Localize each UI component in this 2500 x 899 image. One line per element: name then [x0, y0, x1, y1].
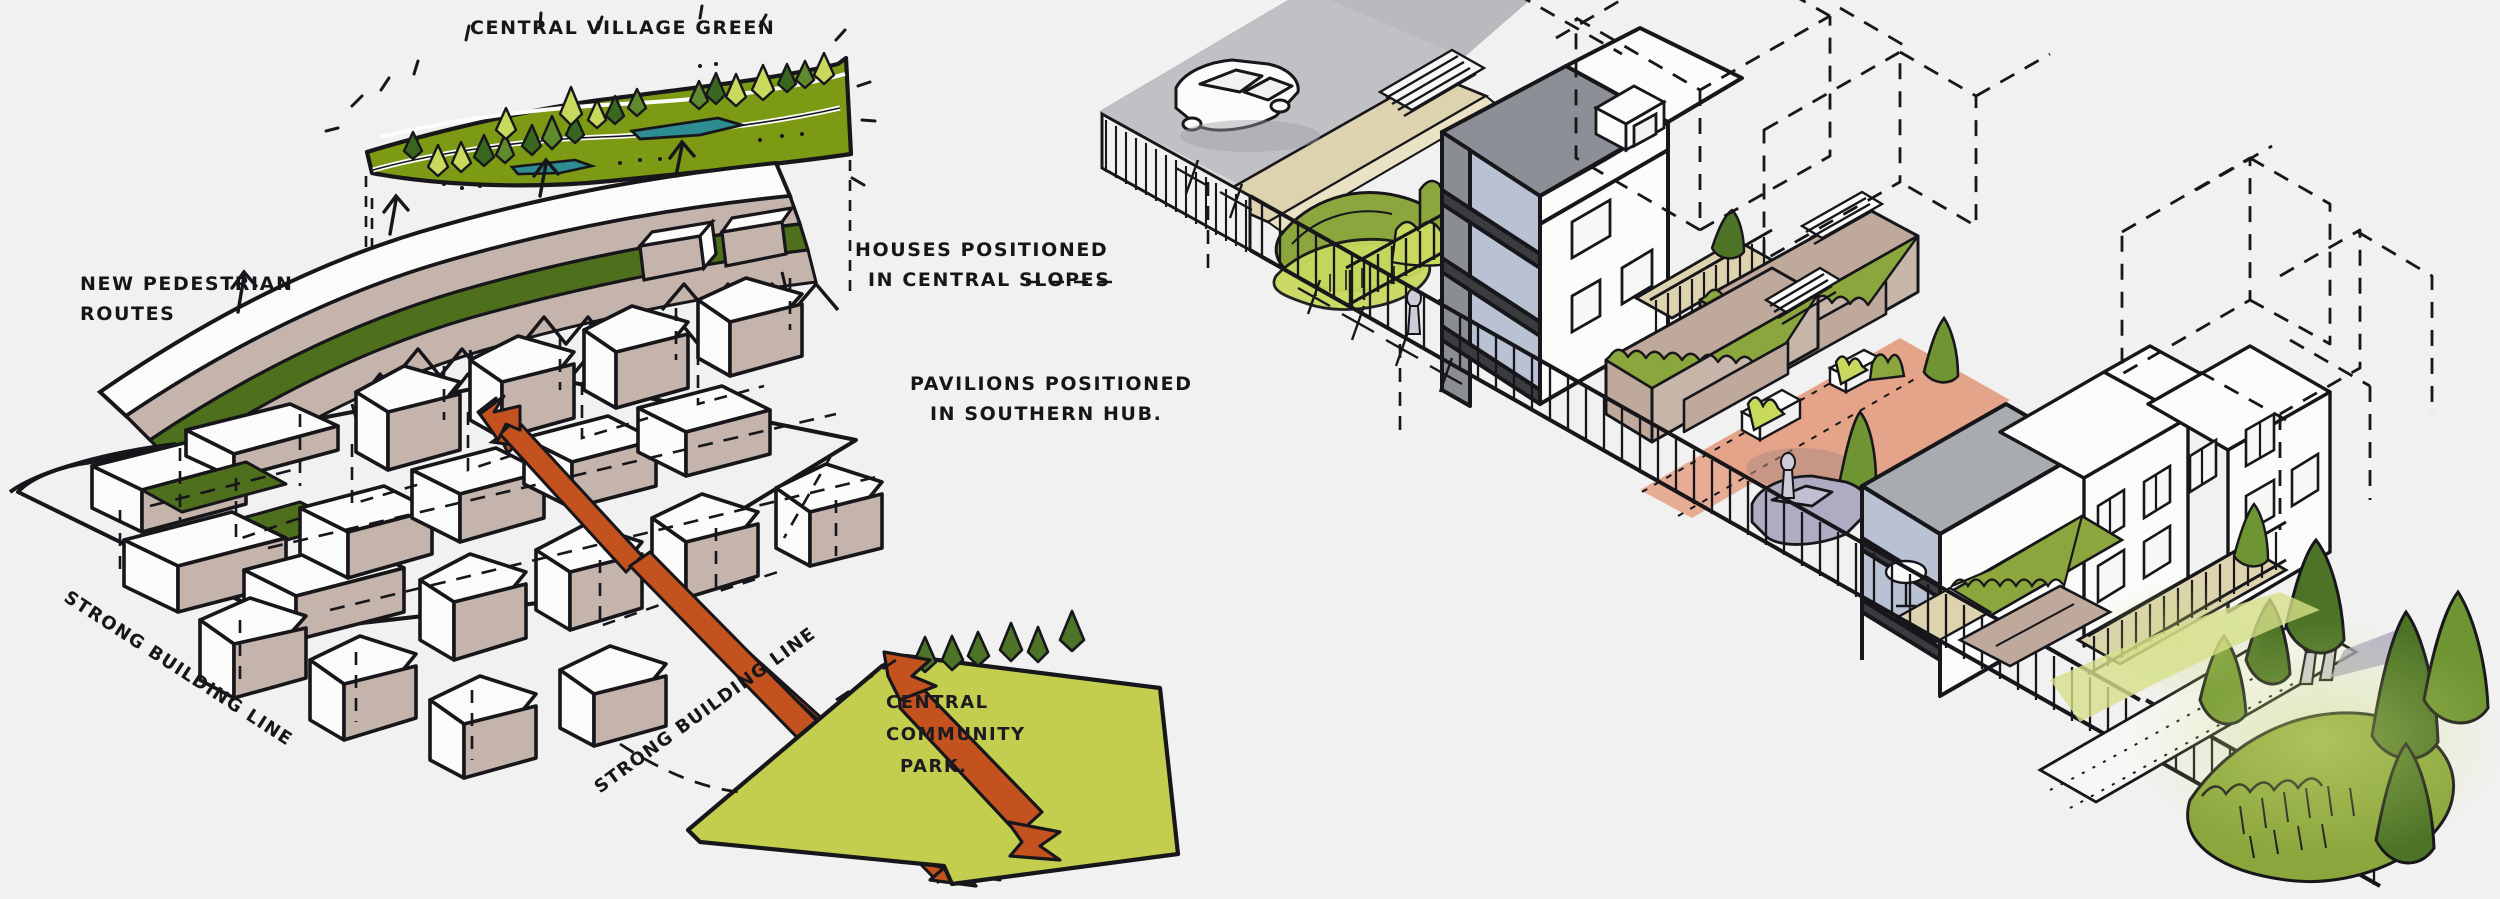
label-central-community-park-line2: COMMUNITY: [886, 724, 1026, 745]
car-shadow: [1180, 120, 1320, 152]
parked-car: [1174, 58, 1300, 132]
terrace-end-blocks: [635, 205, 796, 282]
label-pavilions-positioned-line1: PAVILIONS POSITIONED: [910, 373, 1193, 395]
pedestrian-figure: [1406, 288, 1422, 335]
route-arrow: [230, 139, 696, 314]
label-houses-positioned-line2: IN CENTRAL SLOPES: [868, 269, 1111, 291]
label-pavilions-positioned-line2: IN SOUTHERN HUB.: [930, 403, 1163, 425]
park-edge-dashes: [619, 654, 903, 794]
pavilion-block-grid: [8, 276, 884, 780]
garden-wall-block-2: [1604, 266, 1820, 444]
house-one-windows: [1570, 197, 1654, 335]
street-section-axonometric: [1026, 0, 2500, 888]
grass-slope: [2050, 592, 2320, 722]
central-village-green-band: [324, 4, 877, 352]
courtyard-figure: [1780, 452, 1796, 499]
dormer-window: [1593, 84, 1667, 153]
central-community-park: [685, 609, 1181, 887]
steps-upper: [1377, 48, 1487, 118]
label-houses-positioned-line1: HOUSES POSITIONED: [855, 239, 1109, 261]
phantom-plot-dashes: [118, 278, 838, 760]
label-central-village-green: CENTRAL VILLAGE GREEN: [470, 17, 776, 39]
garden-table: [1884, 559, 1928, 608]
label-new-pedestrian-routes-line1: NEW PEDESTRIAN: [80, 273, 294, 295]
label-central-community-park-line3: PARK.: [900, 756, 968, 777]
datum-ticks: [1175, 159, 1463, 393]
label-new-pedestrian-routes-line2: ROUTES: [80, 303, 176, 325]
orange-arrow-north: [476, 394, 645, 575]
label-central-community-park-line1: CENTRAL: [886, 692, 989, 713]
courtyard-car: [1750, 474, 1871, 546]
datum-drop-lines: [1026, 182, 1402, 430]
courtyard-shrub: [1868, 353, 1906, 382]
phantom-houses: [1524, 0, 2434, 530]
boundary-fence: [1249, 194, 2141, 756]
courtyard-cypress-2: [1922, 315, 1960, 384]
courtyard-planter: [1739, 388, 1803, 443]
courtyard-stair: [1763, 266, 1843, 326]
